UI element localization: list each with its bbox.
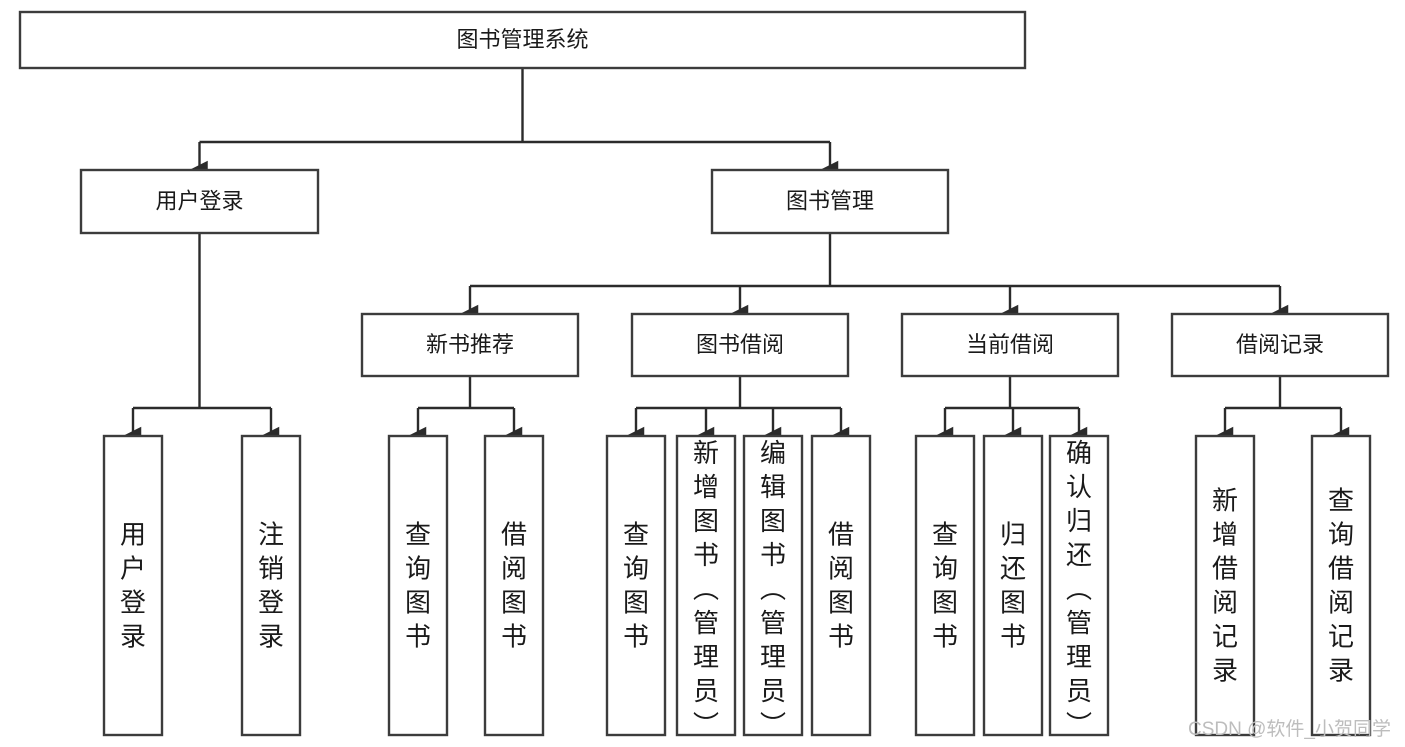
node-box-leaf-borrow-borrow-book <box>810 434 872 737</box>
node-label-leaf-user-logout: 注销登录 <box>258 520 284 652</box>
node-box-leaf-user-logout <box>240 434 302 737</box>
node-label-leaf-rec-add-record: 新增借阅记录 <box>1212 486 1238 686</box>
node-box-book-manage <box>710 168 950 235</box>
node-label-leaf-borrow-add-book: 新增图书︵管理员︶ <box>693 438 719 740</box>
node-box-leaf-cur-return-book <box>982 434 1044 737</box>
node-book-manage[interactable]: 图书管理 <box>710 168 950 235</box>
node-box-leaf-user-login <box>102 434 164 737</box>
node-label-root: 图书管理系统 <box>456 27 588 52</box>
node-leaf-borrow-edit-book[interactable]: 编辑图书︵管理员︶ <box>742 434 804 740</box>
node-box-leaf-rec-query-book <box>387 434 449 737</box>
node-leaf-user-login[interactable]: 用户登录 <box>102 434 164 737</box>
node-leaf-borrow-add-book[interactable]: 新增图书︵管理员︶ <box>675 434 737 740</box>
node-leaf-cur-confirm-return[interactable]: 确认归还︵管理员︶ <box>1048 434 1110 740</box>
node-box-leaf-cur-confirm-return <box>1048 434 1110 737</box>
node-book-borrow[interactable]: 图书借阅 <box>630 312 850 378</box>
node-box-root <box>18 10 1027 70</box>
node-user-login[interactable]: 用户登录 <box>79 168 320 235</box>
node-leaf-user-logout[interactable]: 注销登录 <box>240 434 302 737</box>
edge-layer <box>124 68 1350 444</box>
node-layer: 图书管理系统用户登录图书管理新书推荐图书借阅当前借阅借阅记录用户登录注销登录查询… <box>18 10 1390 740</box>
node-label-leaf-rec-query-record: 查询借阅记录 <box>1328 486 1354 686</box>
node-new-book-rec[interactable]: 新书推荐 <box>360 312 580 378</box>
node-leaf-borrow-query-book[interactable]: 查询图书 <box>605 434 667 737</box>
node-label-leaf-rec-borrow-book: 借阅图书 <box>501 520 527 652</box>
node-box-book-borrow <box>630 312 850 378</box>
node-label-user-login: 用户登录 <box>155 188 243 213</box>
node-box-current-borrow <box>900 312 1120 378</box>
node-box-leaf-rec-add-record <box>1194 434 1256 737</box>
node-box-new-book-rec <box>360 312 580 378</box>
node-box-leaf-cur-query-book <box>914 434 976 737</box>
node-leaf-rec-borrow-book[interactable]: 借阅图书 <box>483 434 545 737</box>
node-label-leaf-borrow-borrow-book: 借阅图书 <box>828 520 854 652</box>
node-box-leaf-borrow-query-book <box>605 434 667 737</box>
node-label-leaf-cur-confirm-return: 确认归还︵管理员︶ <box>1066 438 1092 740</box>
node-root[interactable]: 图书管理系统 <box>18 10 1027 70</box>
node-leaf-rec-add-record[interactable]: 新增借阅记录 <box>1194 434 1256 737</box>
node-label-book-manage: 图书管理 <box>786 188 874 213</box>
node-label-current-borrow: 当前借阅 <box>966 332 1054 357</box>
node-leaf-cur-query-book[interactable]: 查询图书 <box>914 434 976 737</box>
node-label-leaf-borrow-query-book: 查询图书 <box>623 520 649 652</box>
node-label-new-book-rec: 新书推荐 <box>426 332 514 357</box>
node-label-leaf-borrow-edit-book: 编辑图书︵管理员︶ <box>760 438 786 740</box>
node-label-leaf-cur-return-book: 归还图书 <box>1000 520 1026 652</box>
node-label-leaf-user-login: 用户登录 <box>120 520 146 652</box>
node-leaf-rec-query-book[interactable]: 查询图书 <box>387 434 449 737</box>
node-leaf-cur-return-book[interactable]: 归还图书 <box>982 434 1044 737</box>
node-label-borrow-record: 借阅记录 <box>1236 332 1324 357</box>
node-box-leaf-borrow-edit-book <box>742 434 804 737</box>
node-label-book-borrow: 图书借阅 <box>696 332 784 357</box>
node-box-leaf-rec-borrow-book <box>483 434 545 737</box>
node-leaf-rec-query-record[interactable]: 查询借阅记录 <box>1310 434 1372 737</box>
node-borrow-record[interactable]: 借阅记录 <box>1170 312 1390 378</box>
node-leaf-borrow-borrow-book[interactable]: 借阅图书 <box>810 434 872 737</box>
node-box-user-login <box>79 168 320 235</box>
node-label-leaf-rec-query-book: 查询图书 <box>405 520 431 652</box>
node-box-leaf-borrow-add-book <box>675 434 737 737</box>
node-current-borrow[interactable]: 当前借阅 <box>900 312 1120 378</box>
node-box-leaf-rec-query-record <box>1310 434 1372 737</box>
node-box-borrow-record <box>1170 312 1390 378</box>
node-label-leaf-cur-query-book: 查询图书 <box>932 520 958 652</box>
